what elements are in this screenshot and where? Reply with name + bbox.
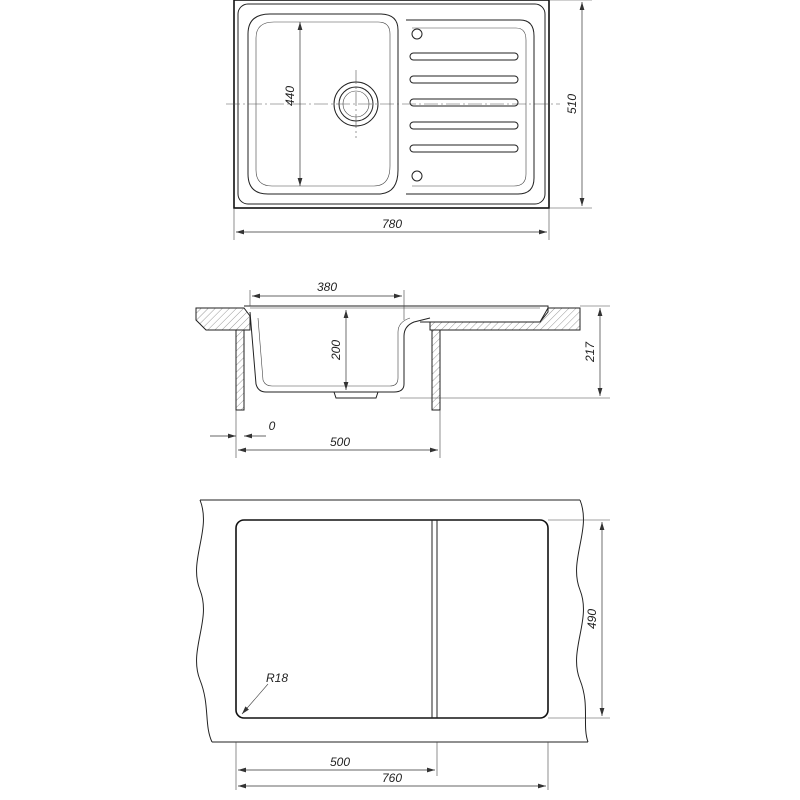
- sink-rim-section: [244, 305, 549, 323]
- top-view: 440 510 780: [226, 0, 592, 240]
- cutout-height-label: 490: [585, 609, 599, 629]
- drain-stub: [333, 391, 379, 399]
- cabinet-width-label: 500: [330, 435, 350, 449]
- cutout-width-label: 760: [382, 771, 402, 785]
- countertop-left: [195, 307, 251, 331]
- cabinet-wall-right: [431, 329, 441, 411]
- drainboard-inner: [412, 27, 527, 187]
- break-line-right: [576, 499, 589, 743]
- cabinet-wall-left: [235, 329, 245, 411]
- radius-label: R18: [266, 671, 288, 685]
- cutout-outline: [235, 519, 549, 719]
- offset-label: 0: [269, 419, 276, 433]
- bowl-depth-label: 440: [283, 86, 297, 106]
- bowl-depth-section-label: 200: [329, 340, 343, 361]
- tap-hole-top: [411, 28, 423, 40]
- bowl-width-label: 380: [317, 280, 337, 294]
- section-view: 380 200 217 0 500: [195, 280, 610, 458]
- drainboard-ribs: [409, 52, 519, 153]
- break-line-left: [196, 499, 213, 743]
- tap-hole-bottom: [411, 170, 423, 182]
- cutout-view: R18 490 500 760: [196, 499, 610, 790]
- countertop-right: [429, 307, 581, 331]
- width-label-780: 780: [382, 217, 402, 231]
- total-height-label: 217: [583, 341, 597, 363]
- drainboard-outline: [406, 19, 535, 195]
- height-label-510: 510: [565, 94, 579, 114]
- bowl-outline: [247, 13, 399, 195]
- bowl-inner: [255, 21, 391, 187]
- bowl-section: [249, 311, 431, 393]
- cutout-cabinet-label: 500: [330, 755, 350, 769]
